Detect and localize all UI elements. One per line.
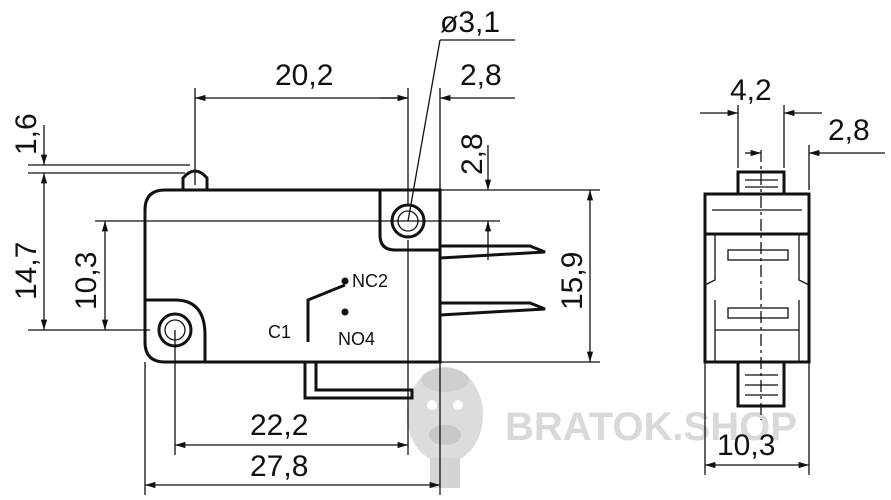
dim-hole-spacing-width: 22,2 [250,409,308,442]
terminal-nc-label: NC2 [352,271,388,291]
dim-terminal-offset: 2,8 [456,133,489,175]
gorilla-logo-icon [407,367,483,488]
dim-right-offset: 2,8 [460,59,502,92]
dim-lever-thickness: 1,6 [10,113,43,155]
dim-body-height: 15,9 [556,252,589,310]
terminal-no-label: NO4 [338,329,375,349]
dim-overall-width: 27,8 [250,450,308,483]
watermark: BRATOK.SHOP [407,367,797,488]
dim-overall-height: 14,7 [10,242,43,300]
dim-hole-spacing-height: 10,3 [70,252,103,310]
watermark-text: BRATOK.SHOP [505,405,797,449]
switch-side-view [703,150,811,420]
dim-top-span: 20,2 [275,59,333,92]
switch-front-view [28,164,546,400]
side-dimension-lines [700,105,885,475]
dim-side-top-width: 4,2 [730,74,772,107]
terminal-common-label: C1 [268,322,291,342]
front-dimension-lines [28,39,600,495]
dim-hole-diameter: ø3,1 [440,6,500,39]
dim-side-width: 10,3 [717,429,775,462]
dim-side-offset: 2,8 [828,114,870,147]
